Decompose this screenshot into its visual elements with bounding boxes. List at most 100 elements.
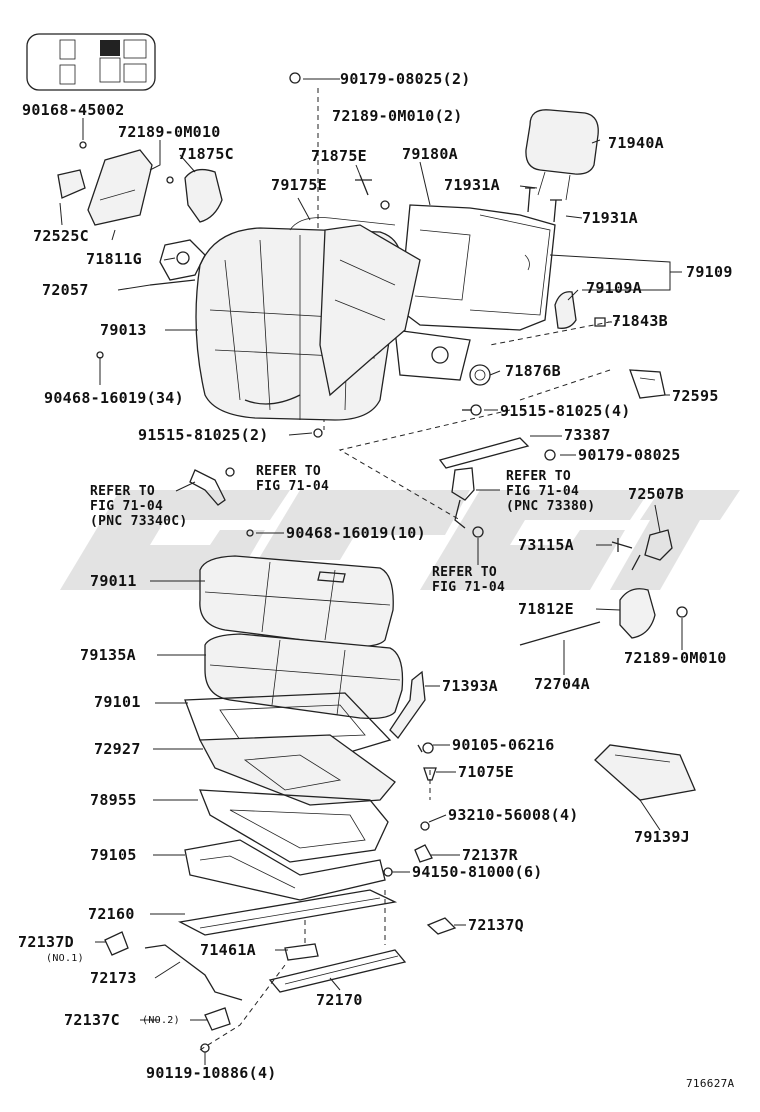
label-72137d: 72137D <box>18 933 74 951</box>
clip-71843b <box>594 317 606 327</box>
seat-spring-pad <box>184 692 392 753</box>
label-refer-b-line3: (PNC 73340C) <box>90 514 188 529</box>
label-72170: 72170 <box>316 991 363 1009</box>
label-79109a: 79109A <box>586 279 642 297</box>
label-refer-b-line1: REFER TO <box>90 484 156 499</box>
label-73387: 73387 <box>564 426 611 444</box>
label-refer-a-line1: REFER TO <box>256 464 322 479</box>
label-refer-c-line1: REFER TO <box>506 469 572 484</box>
lever-72507b <box>631 529 673 571</box>
label-refer-d-line1: REFER TO <box>432 565 498 580</box>
label-72595: 72595 <box>672 387 719 405</box>
clip-79109a <box>554 291 577 329</box>
label-72137r: 72137R <box>462 846 518 864</box>
label-90105-06216: 90105-06216 <box>452 736 555 754</box>
label-79135a: 79135A <box>80 646 136 664</box>
bolt-72189-b <box>676 606 688 618</box>
bolt-91515-b <box>313 428 323 438</box>
label-71075e: 71075E <box>458 763 514 781</box>
belt-guide-73387 <box>438 437 530 469</box>
label-72927: 72927 <box>94 740 141 758</box>
label-90119-10886-4: 90119-10886(4) <box>146 1064 277 1082</box>
label-90179-08025: 90179-08025 <box>578 446 681 464</box>
label-71461a: 71461A <box>200 941 256 959</box>
seatback-frame <box>394 204 556 381</box>
label-91515-81025-4: 91515-81025(4) <box>500 402 631 420</box>
cover-71812e <box>619 588 656 639</box>
pin-73115a <box>611 538 633 552</box>
bracket-72137q <box>426 917 457 935</box>
label-79101: 79101 <box>94 693 141 711</box>
label-72525c: 72525C <box>33 227 89 245</box>
clip-71075e <box>423 767 437 781</box>
bolt-90105 <box>417 742 434 754</box>
label-refer-c-line3: (PNC 73380) <box>506 499 596 514</box>
label-73115a: 73115A <box>518 536 574 554</box>
label-79105: 79105 <box>90 846 137 864</box>
label-91515-81025-2: 91515-81025(2) <box>138 426 269 444</box>
recliner-hinge <box>149 239 206 286</box>
label-71812e: 71812E <box>518 600 574 618</box>
seat-cushion-cover <box>204 633 404 720</box>
nut-94150 <box>383 867 393 877</box>
clip-93210 <box>420 821 430 831</box>
label-refer-b-line2: FIG 71-04 <box>90 499 164 514</box>
label-71811g: 71811G <box>86 250 142 268</box>
label-refer-c-line2: FIG 71-04 <box>506 484 580 499</box>
headrest <box>525 109 599 201</box>
seat-frame-plate <box>198 734 396 806</box>
seat-side-panel <box>319 224 421 397</box>
belt-buckle-73380 <box>451 467 475 529</box>
label-71931a-2: 71931A <box>582 209 638 227</box>
seat-location-icon <box>26 33 156 91</box>
label-90179-08025-2: 90179-08025(2) <box>340 70 471 88</box>
leader-lines <box>59 78 683 1065</box>
seat-lower-frame <box>184 839 386 901</box>
side-bracket <box>87 149 153 226</box>
label-71875c: 71875C <box>178 145 234 163</box>
bolt-refer-d <box>472 526 484 538</box>
cable-71876b <box>469 364 491 386</box>
label-72189-0m010-2: 72189-0M010(2) <box>332 107 463 125</box>
seat-cushion-frame <box>199 789 389 863</box>
label-79139j: 79139J <box>634 828 690 846</box>
side-cover <box>57 169 86 199</box>
recliner-cover <box>184 168 223 223</box>
seat-cushion <box>199 555 394 648</box>
label-72704a: 72704A <box>534 675 590 693</box>
label-refer-d-line2: FIG 71-04 <box>432 580 506 595</box>
label-72057: 72057 <box>42 281 89 299</box>
label-71940a: 71940A <box>608 134 664 152</box>
label-72137c: 72137C <box>64 1011 120 1029</box>
bracket-72137c <box>204 1007 231 1031</box>
label-90168-45002: 90168-45002 <box>22 101 125 119</box>
label-71876b: 71876B <box>505 362 561 380</box>
label-79109: 79109 <box>686 263 733 281</box>
label-72189-0m010-a: 72189-0M010 <box>118 123 221 141</box>
label-90468-16019-10: 90468-16019(10) <box>286 524 426 542</box>
label-79180a: 79180A <box>402 145 458 163</box>
label-72507b: 72507B <box>628 485 684 503</box>
label-71393a: 71393A <box>442 677 498 695</box>
label-94150-81000-6: 94150-81000(6) <box>412 863 543 881</box>
bolt-90119 <box>200 1043 210 1053</box>
label-72189-0m010-b: 72189-0M010 <box>624 649 727 667</box>
label-79011: 79011 <box>90 572 137 590</box>
label-refer-a-line2: FIG 71-04 <box>256 479 330 494</box>
bracket-72595 <box>629 369 666 399</box>
bracket-72137r <box>414 844 433 863</box>
seat-track-upper <box>177 889 398 936</box>
label-71875e: 71875E <box>311 147 367 165</box>
bolt-73340c <box>189 467 235 506</box>
label-90468-16019-34: 90468-16019(34) <box>44 389 184 407</box>
rod-72173 <box>144 944 243 1001</box>
label-72160: 72160 <box>88 905 135 923</box>
headrest-guide-pins <box>525 187 562 223</box>
label-no2: (NO.2) <box>142 1015 180 1026</box>
label-71843b: 71843B <box>612 312 668 330</box>
label-no1: (NO.1) <box>46 953 84 964</box>
bracket-72137d <box>104 931 129 956</box>
clip-90468-10 <box>246 529 254 537</box>
